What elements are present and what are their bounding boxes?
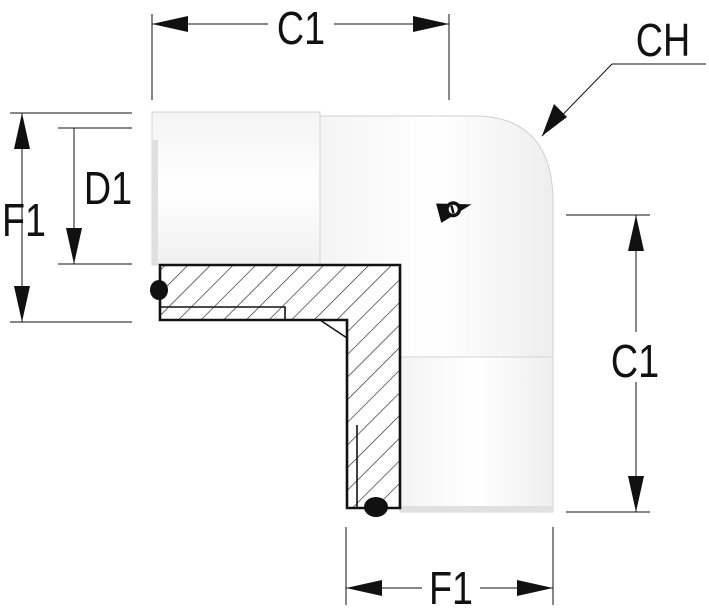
section-hatch — [160, 265, 400, 508]
arrowheads — [14, 16, 644, 596]
f1-bottom-label: F1 — [429, 562, 473, 612]
bottom-nut — [399, 356, 554, 513]
c1-top-arrow-right — [413, 16, 449, 32]
c1-top-label: C1 — [277, 2, 325, 53]
c1-right-arrow-top — [628, 215, 644, 251]
c1-top-arrow-left — [152, 16, 188, 32]
d1-label: D1 — [84, 162, 132, 213]
left-nut — [151, 111, 321, 266]
ch-label: CH — [636, 14, 690, 65]
bore-step-horizontal — [160, 306, 286, 320]
bottom-nut-face — [400, 506, 553, 512]
dunlop-d-logo-icon — [436, 201, 472, 223]
ch-leader-arrow — [542, 104, 567, 136]
c1-right-label: C1 — [611, 335, 659, 386]
section-cut — [158, 263, 402, 510]
f1-left-arrow-bottom — [14, 286, 30, 322]
d1-arrow-bottom — [66, 228, 82, 264]
c1-right-arrow-bottom — [628, 476, 644, 512]
left-nut-face — [152, 140, 158, 265]
f1-left-arrow-top — [14, 113, 30, 149]
inner-corner-step — [319, 319, 348, 339]
fitting-body — [151, 111, 554, 513]
o-ring-bottom — [364, 497, 388, 517]
f1-left-label: F1 — [2, 194, 46, 245]
o-ring-left — [150, 280, 168, 300]
f1-bottom-arrow-left — [346, 580, 382, 596]
dimension-labels: C1 F1 D1 CH C1 F1 — [2, 2, 690, 612]
f1-bottom-arrow-right — [517, 580, 553, 596]
section-outline — [158, 263, 402, 510]
